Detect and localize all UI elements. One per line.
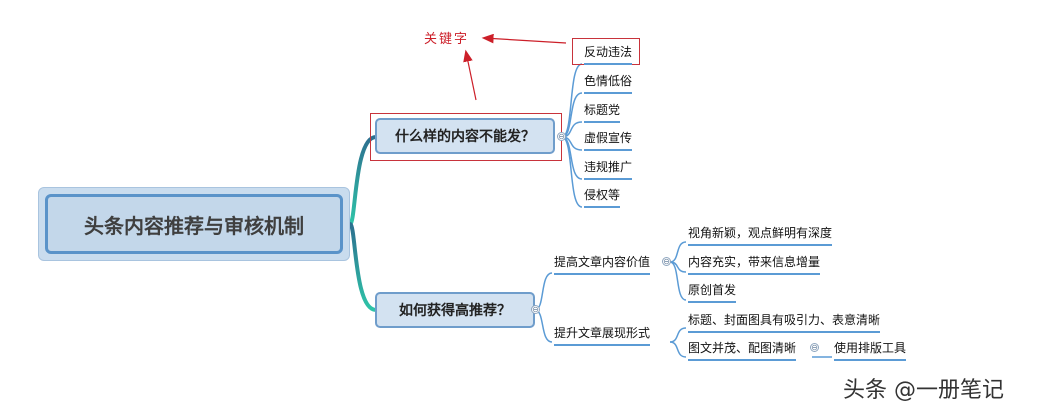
arrow-to-keyword: [481, 33, 567, 44]
branch1-item[interactable]: 反动违法: [584, 45, 633, 65]
sub2-item-collapse-icon[interactable]: ⊖: [810, 343, 819, 352]
sub1-links: [669, 241, 687, 301]
sub2-links: [669, 327, 832, 358]
sub1-item[interactable]: 原创首发: [688, 283, 737, 303]
branch1-item[interactable]: 侵权等: [584, 188, 621, 208]
branch1-collapse-icon[interactable]: ⊖: [557, 132, 566, 141]
branch1-item[interactable]: 虚假宣传: [584, 131, 633, 151]
keyword-annotation: 关键字: [424, 32, 470, 47]
branch2-label: 如何获得高推荐？: [399, 303, 511, 319]
sub2-item[interactable]: 图文并茂、配图清晰: [688, 341, 797, 361]
sub1-item[interactable]: 内容充实，带来信息增量: [688, 255, 821, 275]
branch2-collapse-icon[interactable]: ⊖: [531, 305, 540, 314]
branch1-item[interactable]: 标题党: [584, 103, 621, 123]
branch1-item[interactable]: 色情低俗: [584, 74, 633, 94]
sub1-collapse-icon[interactable]: ⊖: [662, 257, 671, 266]
arrow-from-branch1: [463, 49, 477, 101]
branch2-node[interactable]: 如何获得高推荐？: [375, 292, 535, 328]
root-node[interactable]: 头条内容推荐与审核机制: [38, 187, 350, 261]
sub1-node[interactable]: 提高文章内容价值: [554, 255, 651, 275]
sub2-node[interactable]: 提升文章展现形式: [554, 326, 651, 346]
sub1-item[interactable]: 视角新颖，观点鲜明有深度: [688, 226, 833, 246]
root-label: 头条内容推荐与审核机制: [45, 194, 343, 254]
branch1-item[interactable]: 违规推广: [584, 160, 633, 180]
sub2-child-item[interactable]: 使用排版工具: [834, 341, 907, 361]
root-to-branch1-link: [348, 135, 377, 226]
branch1-label: 什么样的内容不能发？: [395, 129, 535, 145]
sub2-item[interactable]: 标题、封面图具有吸引力、表意清晰: [688, 313, 881, 333]
branch1-node[interactable]: 什么样的内容不能发？: [375, 118, 555, 154]
watermark: 头条 @一册笔记: [843, 378, 1004, 403]
root-to-branch2-link: [348, 222, 377, 312]
